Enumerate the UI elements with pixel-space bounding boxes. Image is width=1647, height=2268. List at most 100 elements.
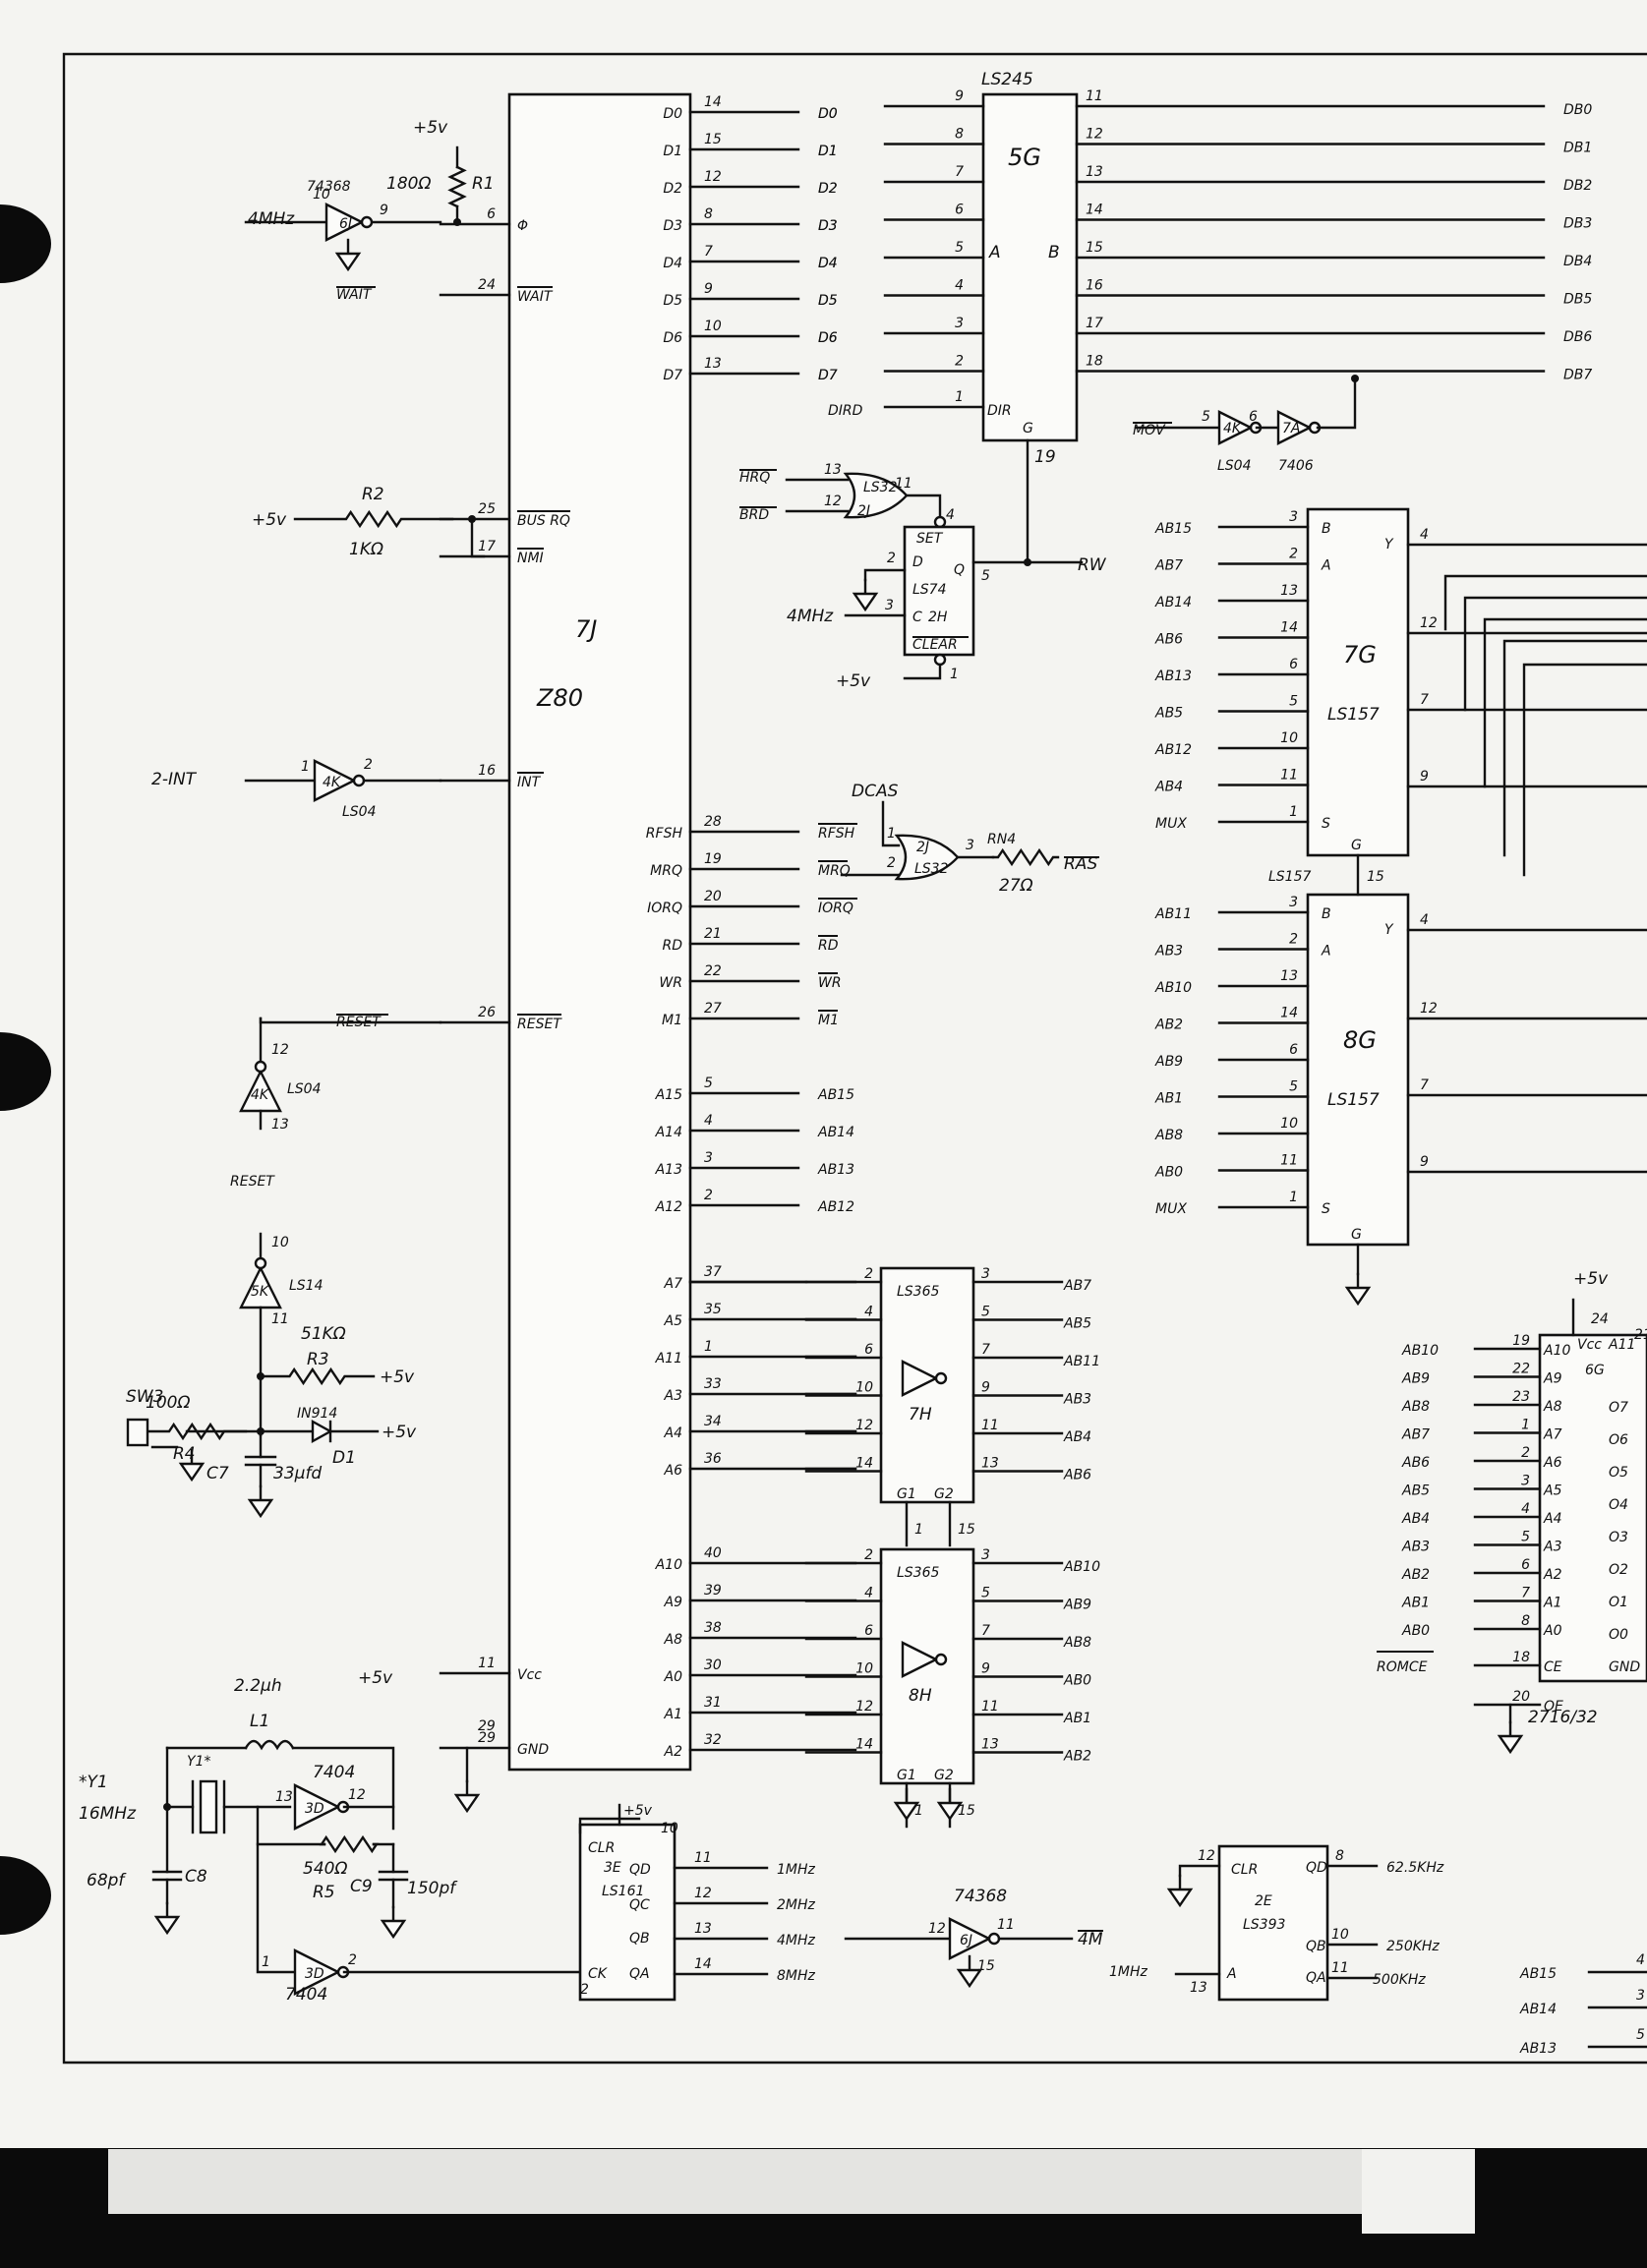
z80-net-label: MRQ [818,863,851,879]
rom-6g [1538,1333,1647,1683]
z80-right-pin-number: 28 [704,814,722,830]
dcas-label: DCAS [852,782,899,801]
r2-resistor [293,509,454,529]
mux-g: G [1351,838,1362,853]
z80-right-pin-name: D5 [663,293,682,309]
mux-input-net: MUX [1155,816,1187,832]
gate-id: 6J [339,216,352,232]
mux-input-pin: 1 [1289,804,1298,820]
mux-input-net: AB1 [1154,1091,1183,1107]
ls161-3e [578,1823,676,2002]
buffer-out-pin: 3 [981,1266,990,1282]
mux-output-pin: 4 [1420,527,1429,543]
buffer-symbol [901,1360,939,1397]
ls245-net-d: D4 [818,256,838,271]
buffer-out-net: AB6 [1063,1468,1091,1483]
inversion-bubble [934,1653,948,1666]
rom-input-name: A3 [1543,1540,1561,1555]
z80-right-pin-name: D1 [663,144,682,159]
z80-net-label: D7 [818,368,838,383]
z80-net-label: D0 [818,106,838,122]
mux-id: 7G [1343,641,1377,669]
rom-id: 6G [1585,1363,1605,1378]
ground-symbol [1344,1286,1372,1307]
z80-right-pin-number: 14 [704,94,722,110]
z80-net-label: AB13 [817,1162,854,1178]
r3-value: 51KΩ [301,1324,346,1344]
z80-right-pin-name: A6 [664,1463,683,1479]
rom-input-pin: 18 [1512,1650,1530,1665]
z80-net-label: RFSH [818,826,855,842]
pin-label: 12 [694,1886,712,1901]
gate-id: 7A [1282,421,1300,436]
ground-symbol [380,1919,407,1940]
z80-right-pin-number: 12 [704,169,722,185]
ls74-q: Q [954,562,965,578]
z80-right-pin-name: A4 [664,1425,682,1441]
z80-right-pin-number: 13 [704,356,722,372]
buffer-out-net: AB11 [1063,1354,1100,1369]
mux-input-net: AB6 [1154,632,1183,648]
ls245-dir-net: DIRD [828,403,863,419]
z80-net-label: AB14 [817,1125,854,1140]
r1-label: R1 [472,174,495,194]
clr-wire [1178,1864,1221,1878]
ls245-b-pin: 16 [1086,278,1103,294]
z80-right-pin-name: A3 [664,1388,682,1404]
hmrq-label: HRQ [739,470,770,486]
z80-right-pin-name: IORQ [647,901,682,916]
ground-symbol [453,1793,481,1814]
ground-symbol [956,1968,983,1989]
ls157-7G [1306,507,1410,857]
paper-edge-flap [1362,2149,1475,2234]
mux-part: LS157 [1327,705,1380,725]
pin-label: 5 [981,568,990,584]
pin-label: 11 [895,476,912,492]
mux-input-net: AB5 [1154,706,1183,722]
rom-input-name: A2 [1543,1567,1562,1583]
gate-id: 3D [305,1966,324,1982]
z80-right-pin-name: A5 [664,1313,683,1329]
pin-label: 4 [1636,1952,1645,1968]
mux-top-label: LS157 [1268,869,1312,885]
pin-label: 2 [580,1982,589,1998]
diode-label: D1 [332,1448,356,1468]
gate-part: 7406 [1278,458,1314,474]
counter-freq: 2MHz [777,1897,816,1913]
pin-label: 3 [1636,1988,1645,2004]
rn4-resistor [991,847,1060,867]
buffer-out-pin: 3 [981,1547,990,1563]
ls161-qc: QC [629,1897,650,1913]
rom-output-name: O0 [1609,1627,1628,1643]
z80-right-pin-name: D0 [663,106,682,122]
mux-out-route [1443,574,1647,631]
vcc-label: +5v [252,510,287,530]
z80-net-label: IORQ [818,901,853,916]
inverter-6j-4m [948,1917,992,1960]
junction-dot [1351,375,1359,382]
z80-right-pin-number: 31 [704,1695,722,1711]
gate-part: LS04 [342,804,377,820]
ls161-clr: CLR [588,1840,615,1856]
pin-label: 1 [301,759,310,775]
c7-label: C7 [206,1464,229,1483]
pin-label: 8 [1335,1848,1344,1864]
buffer-in-pin: 10 [855,1661,873,1677]
buffer-in-pin: 14 [855,1456,873,1472]
mux-input-pin: 2 [1289,547,1298,562]
z80-part: Z80 [536,684,583,712]
pin-label: 5 [1202,409,1210,425]
z80-right-pin-name: MRQ [650,863,682,879]
pin-label: 13 [824,462,842,478]
rom-input-name: CE [1544,1659,1562,1675]
rom-input-name: A0 [1543,1623,1562,1639]
vcc-label: +5v [382,1423,417,1442]
buffer-in-pin: 2 [864,1266,873,1282]
inversion-bubble [987,1932,1001,1946]
mov-label: MOV [1133,423,1166,438]
gate-part: 7404 [313,1763,355,1782]
ls245-net-d: D1 [818,144,838,159]
rom-input-pin: 19 [1512,1333,1530,1349]
z80-right-pin-number: 27 [704,1001,722,1017]
buffer-out-net: AB2 [1063,1749,1091,1765]
